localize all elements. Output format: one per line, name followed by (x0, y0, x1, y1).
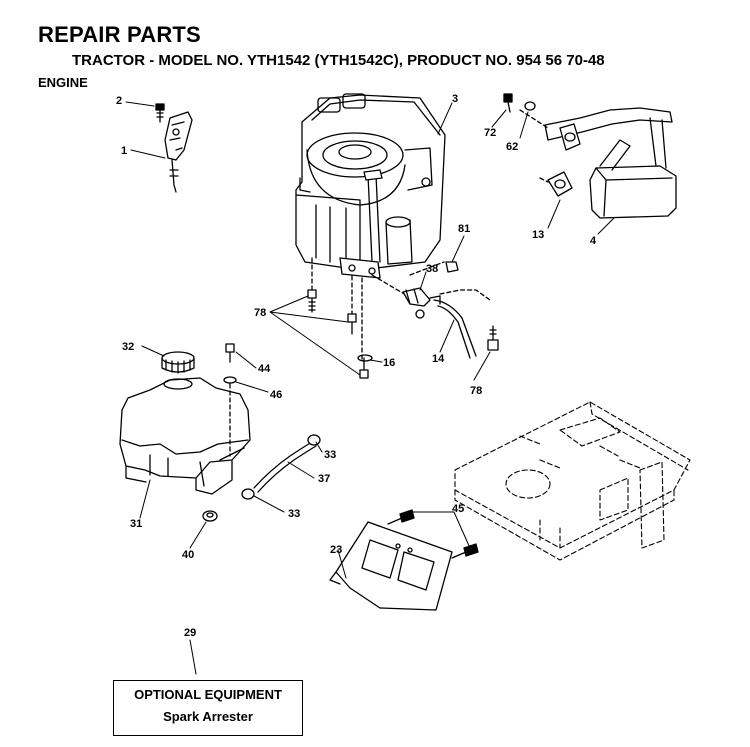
throttle-bracket-part (164, 111, 193, 193)
callout-33-lower: 33 (288, 508, 300, 520)
screw-part-44 (225, 343, 235, 363)
fuel-tank-part-31 (119, 377, 251, 495)
muffler-part-4 (519, 107, 677, 219)
callout-1: 1 (121, 145, 127, 157)
bolt-part-72 (503, 93, 513, 113)
grommet-part-40 (202, 510, 218, 522)
washer-part-46 (223, 376, 237, 384)
fuel-line-part-37 (253, 441, 317, 493)
heat-shield-part-23 (329, 521, 453, 611)
washer-part-62 (524, 101, 536, 111)
callout-44: 44 (258, 363, 271, 375)
model-subtitle: TRACTOR - MODEL NO. YTH1542 (YTH1542C), … (72, 52, 605, 69)
callout-78-right: 78 (470, 385, 482, 397)
callout-72: 72 (484, 127, 496, 139)
screw-part-2 (155, 103, 165, 123)
callout-32: 32 (122, 341, 134, 353)
section-label: ENGINE (38, 75, 88, 90)
gasket-part-13 (547, 171, 573, 197)
engine-part (295, 93, 446, 361)
hose-clamp-part-33-lower (241, 488, 255, 500)
elbow-fitting-part (402, 287, 441, 319)
callout-2: 2 (116, 95, 122, 107)
callout-16: 16 (383, 357, 395, 369)
callout-62: 62 (506, 141, 518, 153)
callout-13: 13 (532, 229, 544, 241)
callout-14: 14 (432, 353, 445, 365)
callout-37: 37 (318, 473, 330, 485)
washer-part-16 (357, 354, 373, 362)
callout-31: 31 (130, 518, 142, 530)
callout-45: 45 (452, 503, 464, 515)
callout-33-upper: 33 (324, 449, 336, 461)
optional-equipment-box: OPTIONAL EQUIPMENT Spark Arrester (113, 680, 303, 736)
callout-labels: 1 2 3 4 13 14 16 23 29 31 32 33 33 37 38… (116, 93, 597, 639)
callout-38: 38 (426, 263, 438, 275)
callout-81: 81 (458, 223, 470, 235)
screws-part-45 (387, 509, 479, 559)
drain-hose-part (433, 289, 491, 359)
nut-part-81 (445, 261, 459, 273)
callout-3: 3 (452, 93, 458, 105)
bolts-part-78 (307, 289, 499, 379)
tractor-frame-dashed (454, 401, 691, 561)
optional-equipment-title: OPTIONAL EQUIPMENT (134, 687, 282, 702)
fuel-cap-part-32 (161, 351, 195, 374)
page-title: REPAIR PARTS (38, 22, 201, 47)
spark-arrester-label: Spark Arrester (163, 709, 253, 724)
callout-29: 29 (184, 627, 196, 639)
hose-clamp-part-33-upper (307, 434, 321, 446)
callout-4: 4 (590, 235, 597, 247)
callout-78-left: 78 (254, 307, 266, 319)
callout-40: 40 (182, 549, 194, 561)
leader-lines (125, 101, 615, 675)
callout-23: 23 (330, 544, 342, 556)
callout-46: 46 (270, 389, 282, 401)
